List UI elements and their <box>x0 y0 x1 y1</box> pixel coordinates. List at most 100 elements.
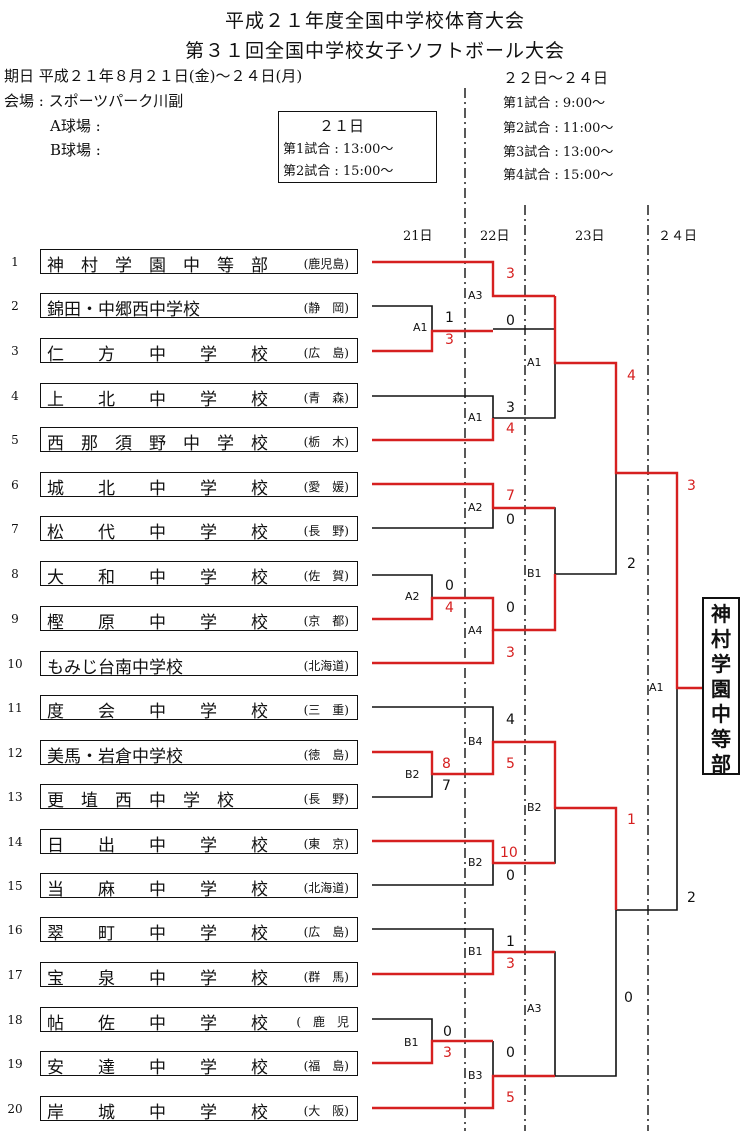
game-label: B1 <box>527 567 542 580</box>
score: 3 <box>687 478 696 494</box>
game-label: A4 <box>468 624 483 637</box>
team-prefecture: (静 岡) <box>303 301 349 315</box>
seed-number: 5 <box>11 433 19 447</box>
seed-number: 16 <box>7 923 23 937</box>
team-row: 更 埴 西 中 学 校 (長 野) <box>40 784 358 811</box>
score: 10 <box>500 845 518 861</box>
field-b-text: B球場 : <box>50 141 101 159</box>
score: 2 <box>687 890 696 906</box>
day21-box-title: ２１日 <box>319 117 365 135</box>
score: 0 <box>506 600 515 616</box>
champion-box: 神村学園中等部 <box>702 597 740 776</box>
score: 0 <box>506 1045 515 1061</box>
column-day23: 23日 <box>575 229 605 244</box>
game-label: B2 <box>468 856 483 869</box>
champion-char: 中 <box>711 702 731 726</box>
tournament-subtitle: 第３１回全国中学校女子ソフトボール大会 <box>184 40 565 62</box>
team-prefecture: (三 重) <box>303 703 349 717</box>
champion-char: 学 <box>711 652 731 676</box>
team-row: 美馬・岩倉中学校(徳 島) <box>40 740 358 767</box>
column-day22: 22日 <box>480 229 510 244</box>
team-name: 更 埴 西 中 学 校 <box>47 791 234 811</box>
team-row: もみじ台南中学校(北海道) <box>40 651 358 678</box>
score: 3 <box>506 956 515 972</box>
seed-number: 11 <box>7 701 23 715</box>
game-label: A1 <box>413 321 428 334</box>
game-label: A2 <box>468 501 483 514</box>
game-label: B3 <box>468 1069 483 1082</box>
team-name: 美馬・岩倉中学校 <box>47 747 183 767</box>
game-label: B1 <box>468 945 483 958</box>
later-game1: 第1試合 : 9:00～ <box>503 96 606 111</box>
score: 2 <box>627 556 636 572</box>
champion-char: 部 <box>711 752 731 776</box>
team-prefecture: (長 野) <box>303 792 349 806</box>
score: 4 <box>506 421 515 437</box>
score: 4 <box>627 368 636 384</box>
team-prefecture: (大 阪) <box>303 1104 349 1118</box>
team-row: 上 北 中 学 校(青 森) <box>40 383 358 410</box>
team-row: 当 麻 中 学 校(北海道) <box>40 873 358 900</box>
later-days-title: ２２日～２４日 <box>503 69 609 87</box>
team-prefecture: (愛 媛) <box>303 480 349 494</box>
team-prefecture: (栃 木) <box>303 435 349 449</box>
team-row: 錦田・中郷西中学校(静 岡) <box>40 293 358 320</box>
seed-number: 2 <box>11 299 19 313</box>
team-name: もみじ台南中学校 <box>47 658 183 678</box>
score: 5 <box>506 1090 515 1106</box>
score: 3 <box>506 266 515 282</box>
game-label: A3 <box>527 1002 542 1015</box>
seed-number: 8 <box>11 567 19 581</box>
champion-char: 村 <box>711 627 731 651</box>
seed-number: 9 <box>11 612 19 626</box>
seed-number: 18 <box>7 1013 23 1027</box>
field-a-text: A球場 : <box>50 117 101 135</box>
seed-number: 19 <box>7 1057 23 1071</box>
day21-game2: 第2試合 : 15:00～ <box>283 164 394 179</box>
score: 1 <box>445 310 454 326</box>
team-row: 松 代 中 学 校(長 野) <box>40 516 358 543</box>
team-row: 日 出 中 学 校(東 京) <box>40 829 358 856</box>
seed-number: 14 <box>7 835 23 849</box>
game-label: A2 <box>405 590 420 603</box>
score: 0 <box>506 868 515 884</box>
game-label: A1 <box>468 411 483 424</box>
team-row: 西 那 須 野 中 学 校 (栃 木) <box>40 427 358 454</box>
team-name: 城 北 中 学 校 <box>47 479 268 499</box>
score: 3 <box>445 332 454 348</box>
team-name: 西 那 須 野 中 学 校 <box>47 434 268 454</box>
column-day24: ２４日 <box>658 229 698 244</box>
team-prefecture: (鹿児島) <box>303 257 349 271</box>
seed-number: 17 <box>7 968 23 982</box>
team-row: 神 村 学 園 中 等 部 (鹿児島) <box>40 249 358 276</box>
seed-number: 20 <box>7 1102 23 1116</box>
team-name: 神 村 学 園 中 等 部 <box>47 256 268 276</box>
game-label: B4 <box>468 735 483 748</box>
score: 8 <box>442 756 451 772</box>
team-row: 仁 方 中 学 校(広 島) <box>40 338 358 365</box>
team-row: 安 達 中 学 校(福 島) <box>40 1051 358 1078</box>
score: 3 <box>506 645 515 661</box>
seed-number: 15 <box>7 879 23 893</box>
team-name: 安 達 中 学 校 <box>47 1058 268 1078</box>
team-prefecture: (北海道) <box>303 881 349 895</box>
later-game2: 第2試合 : 11:00～ <box>503 121 614 136</box>
game-label: B2 <box>527 801 542 814</box>
seed-number: 10 <box>7 657 23 671</box>
champion-char: 等 <box>711 727 731 751</box>
game-label: B1 <box>404 1036 419 1049</box>
game-label: A1 <box>527 356 542 369</box>
seed-number: 12 <box>7 746 23 760</box>
team-prefecture: (長 野) <box>303 524 349 538</box>
score: 0 <box>624 990 633 1006</box>
team-name: 上 北 中 学 校 <box>47 390 268 410</box>
score: 0 <box>445 578 454 594</box>
later-game4: 第4試合 : 15:00～ <box>503 168 614 183</box>
score: 0 <box>443 1024 452 1040</box>
score: 7 <box>506 488 515 504</box>
score: 7 <box>442 778 451 794</box>
score: 3 <box>443 1045 452 1061</box>
seed-number: 4 <box>11 389 19 403</box>
team-name: 日 出 中 学 校 <box>47 836 268 856</box>
